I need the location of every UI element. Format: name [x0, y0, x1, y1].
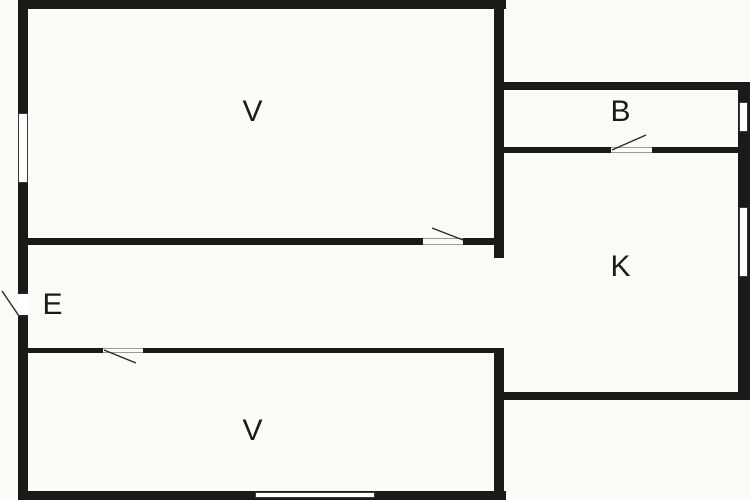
wall-center-vertical-upper: [494, 0, 504, 258]
room-label-e: E: [42, 288, 64, 321]
door-opening-k-to-b: [611, 147, 652, 153]
door-swing-entry-e: [1, 290, 20, 317]
wall-between-vtop-and-e: [28, 238, 494, 245]
wall-room-k-bottom: [504, 392, 750, 400]
wall-room-b-top: [494, 82, 750, 90]
room-label-v-bottom: V: [242, 414, 264, 447]
wall-between-e-and-vbottom: [28, 348, 494, 353]
wall-center-vertical-lower: [494, 348, 504, 500]
window-room-b-right: [739, 102, 748, 132]
door-opening-vtop-to-e: [423, 238, 463, 245]
wall-left-exterior: [18, 0, 28, 500]
door-opening-entry-e: [18, 292, 28, 317]
window-room-k-right: [739, 207, 748, 277]
window-left-wall: [18, 113, 28, 183]
room-label-k: K: [610, 250, 632, 283]
window-bottom-wall: [255, 492, 375, 498]
door-opening-e-to-vbottom: [103, 348, 143, 353]
room-label-b: B: [610, 95, 632, 128]
room-label-v-top: V: [242, 95, 264, 128]
wall-top-exterior: [18, 0, 506, 9]
